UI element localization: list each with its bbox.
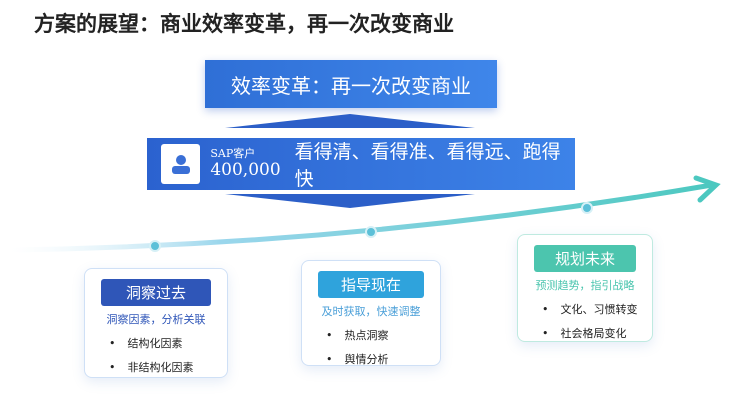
arrow-up-shape [225,114,475,128]
stage-heading: 规划未来 [534,245,636,272]
user-icon [161,144,201,184]
stage-card-past: 洞察过去 洞察因素，分析关联 结构化因素非结构化因素 [84,268,228,378]
stage-card-present: 指导现在 及时获取，快速调整 热点洞察舆情分析 [301,260,441,366]
customer-slogan: 看得清、看得准、看得远、跑得快 [294,141,561,190]
stage-subtitle: 预测趋势，指引战略 [535,279,635,292]
stage-item: 文化、习惯转变 [542,301,642,317]
page-title: 方案的展望：商业效率变革，再一次改变商业 [34,11,454,36]
customer-bar: SAP客户 400,000 看得清、看得准、看得远、跑得快 [147,138,575,190]
stage-item: 热点洞察 [326,327,430,343]
customer-count: 400,000 [210,160,281,181]
stage-heading: 指导现在 [318,271,424,298]
stage-heading: 洞察过去 [101,279,211,306]
stage-card-future: 规划未来 预测趋势，指引战略 文化、习惯转变社会格局变化 [517,234,653,342]
vision-banner: 效率变革：再一次改变商业 [205,60,497,108]
stage-item: 舆情分析 [326,351,430,367]
timeline-dot-present [365,226,377,238]
timeline-dot-future [581,202,593,214]
stage-item: 非结构化因素 [109,359,217,375]
timeline-dot-past [149,240,161,252]
customer-label: SAP客户 [210,147,256,161]
stage-subtitle: 及时获取，快速调整 [321,305,421,318]
timeline-arrow [9,175,721,253]
stage-item: 结构化因素 [109,335,217,351]
stage-subtitle: 洞察因素，分析关联 [106,313,206,326]
stage-item: 社会格局变化 [542,325,642,341]
